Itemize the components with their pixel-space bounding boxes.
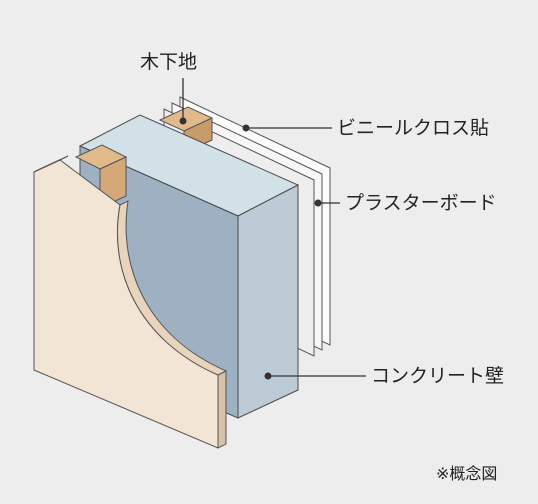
leader-dot-concrete-wall [264,372,272,380]
label-plaster-board: プラスターボード [345,192,497,214]
leader-dot-vinyl-cloth [242,124,250,132]
leader-dot-plaster-board [314,199,322,207]
concept-note: ※概念図 [436,464,498,483]
label-concrete-wall: コンクリート壁 [371,365,505,387]
label-vinyl-cloth: ビニールクロス貼 [337,117,490,139]
label-wood-furring: 木下地 [140,51,198,73]
leader-lines [179,78,366,380]
front-board-cutaway [33,155,228,449]
leader-dot-wood-furring [179,117,187,125]
